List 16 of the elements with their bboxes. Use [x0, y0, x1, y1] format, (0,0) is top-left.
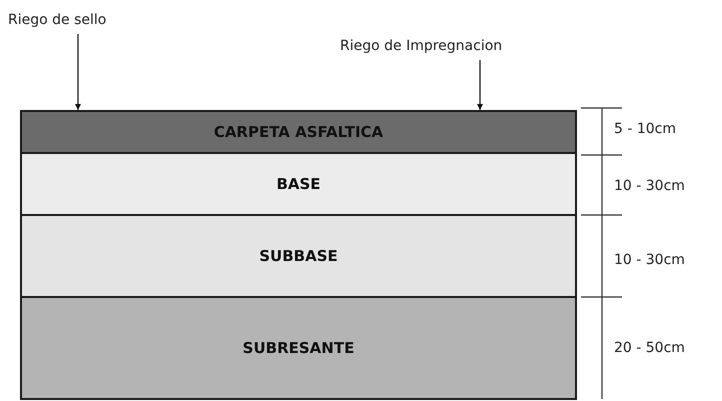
base-layer	[20, 152, 577, 216]
annotation-text: Riego de sello	[8, 12, 106, 28]
dimension-label: 10 - 30cm	[614, 252, 685, 268]
dimension-label: 5 - 10cm	[614, 121, 676, 137]
subgrade-layer	[20, 296, 577, 400]
dimension-label: 10 - 30cm	[614, 178, 685, 194]
layer-name: SUBRESANTE	[242, 339, 354, 357]
subbase-layer	[20, 214, 577, 298]
layer-name: SUBBASE	[259, 247, 338, 265]
asphalt-layer	[20, 110, 577, 154]
layer-name: CARPETA ASFALTICA	[214, 123, 384, 141]
leader-arrow	[75, 34, 81, 110]
dimension-label: 20 - 50cm	[614, 340, 685, 356]
annotation-text: Riego de Impregnacion	[340, 38, 502, 54]
leader-arrow	[477, 60, 483, 110]
layer-name: BASE	[276, 175, 321, 193]
